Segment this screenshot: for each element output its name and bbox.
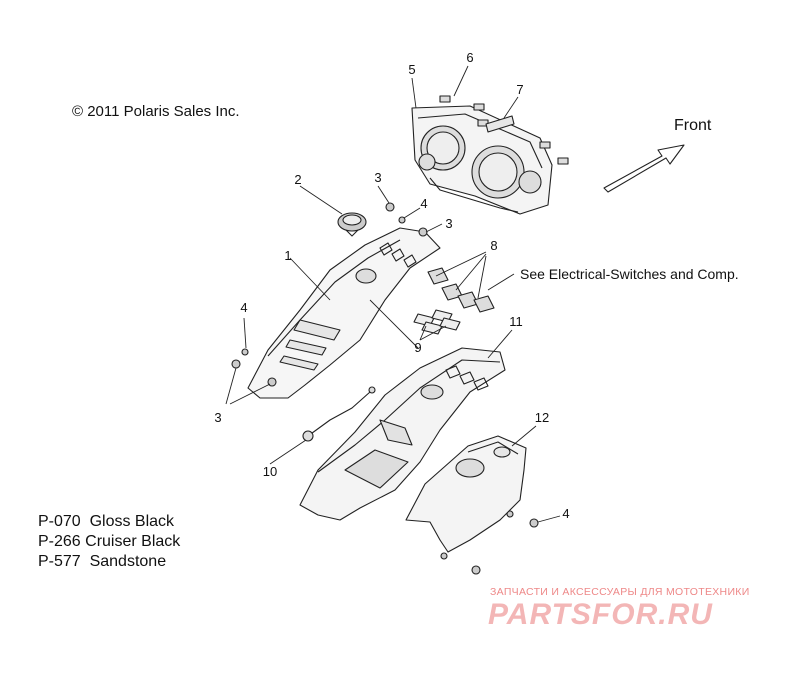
gauge-bezel-part xyxy=(411,105,553,215)
switch-parts xyxy=(427,267,495,313)
lower-console-part xyxy=(299,347,506,521)
wire-lead-part xyxy=(307,391,371,437)
round-gauge-part xyxy=(337,212,367,237)
switch-blank-parts xyxy=(413,309,461,335)
callout-9: 9 xyxy=(414,340,422,355)
callout-3-left: 3 xyxy=(214,410,222,425)
front-direction-label: Front xyxy=(674,117,712,134)
callout-4-top: 4 xyxy=(420,196,428,211)
watermark-logo: PARTSFOR.RU xyxy=(488,598,713,631)
callout-1: 1 xyxy=(284,248,292,263)
strip-part xyxy=(485,115,515,133)
callout-4-left: 4 xyxy=(240,300,248,315)
color-code-item: P-070 Gloss Black xyxy=(38,513,175,530)
callout-10: 10 xyxy=(262,464,278,479)
callout-12: 12 xyxy=(534,410,550,425)
leader-lines xyxy=(225,65,561,523)
color-code-item: P-577 Sandstone xyxy=(38,553,167,570)
callout-3-top: 3 xyxy=(374,170,382,185)
color-code-list: P-070 Gloss Black P-266 Cruiser Black P-… xyxy=(38,512,180,572)
callout-5: 5 xyxy=(408,62,416,77)
callout-4-bottom: 4 xyxy=(562,506,570,521)
see-electrical-note: See Electrical-Switches and Comp. xyxy=(520,266,739,282)
callout-11: 11 xyxy=(509,314,523,329)
color-code-item: P-266 Cruiser Black xyxy=(38,533,181,550)
upper-console-part xyxy=(247,227,441,399)
callout-2: 2 xyxy=(294,172,302,187)
callout-6: 6 xyxy=(466,50,474,65)
callout-8: 8 xyxy=(490,238,498,253)
front-arrow xyxy=(603,144,685,193)
fastener-parts xyxy=(231,202,539,575)
side-panel-part xyxy=(405,435,527,553)
copyright-notice: © 2011 Polaris Sales Inc. xyxy=(72,103,240,120)
callout-3-right: 3 xyxy=(445,216,453,231)
watermark-tagline: ЗАПЧАСТИ И АКСЕССУАРЫ ДЛЯ МОТОТЕХНИКИ xyxy=(490,586,750,598)
callout-7: 7 xyxy=(516,82,524,97)
